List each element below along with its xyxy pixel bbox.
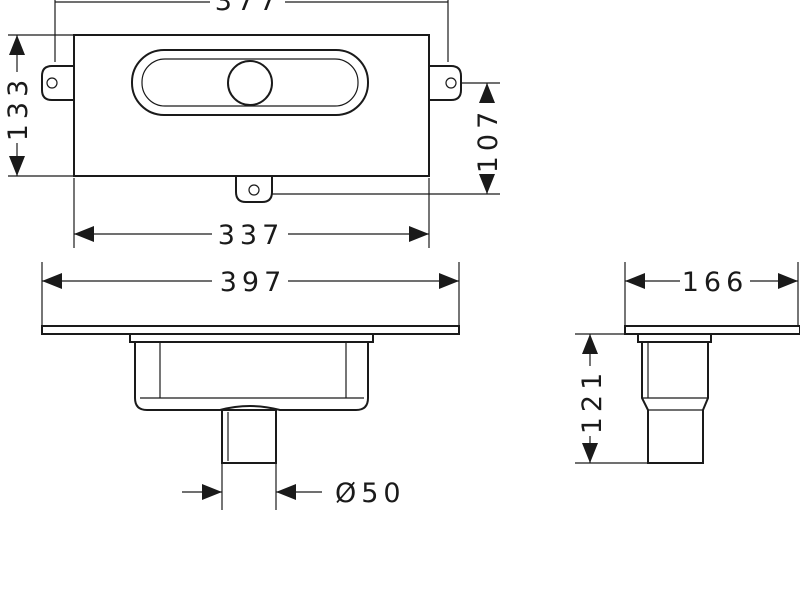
side-view xyxy=(624,325,800,464)
dim-top-overall-width: 377 xyxy=(54,0,449,62)
drain-slot-outer xyxy=(131,49,369,116)
front-outlet-pipe xyxy=(221,409,277,464)
left-mounting-lug xyxy=(41,65,74,101)
front-collar xyxy=(129,333,374,343)
dim-front-overall-width: 397 xyxy=(41,262,460,326)
bottom-mounting-lug xyxy=(235,175,273,203)
dim-label-107: 107 xyxy=(473,107,504,174)
dim-label-397: 397 xyxy=(220,267,287,298)
dim-label-337: 337 xyxy=(218,220,285,251)
front-view xyxy=(41,325,460,464)
dim-side-height: 121 xyxy=(575,333,648,464)
front-body xyxy=(134,341,369,411)
side-body xyxy=(641,341,709,464)
dim-label-d50: Ø50 xyxy=(335,478,406,509)
side-collar xyxy=(637,333,712,343)
dim-outlet-diameter: Ø50 xyxy=(182,463,406,510)
top-view xyxy=(41,34,462,203)
dim-top-height: 133 xyxy=(3,34,74,177)
dim-label-166: 166 xyxy=(682,267,749,298)
dim-side-width: 166 xyxy=(624,262,799,326)
dim-label-121: 121 xyxy=(577,368,608,435)
dim-label-133: 133 xyxy=(3,75,34,142)
front-flange xyxy=(41,325,460,335)
dim-top-inner-width: 337 xyxy=(73,178,430,251)
dim-label-377: 377 xyxy=(215,0,282,17)
dim-top-inner-height: 107 xyxy=(272,82,504,195)
drain-outlet-circle xyxy=(227,60,273,106)
side-flange xyxy=(624,325,800,335)
